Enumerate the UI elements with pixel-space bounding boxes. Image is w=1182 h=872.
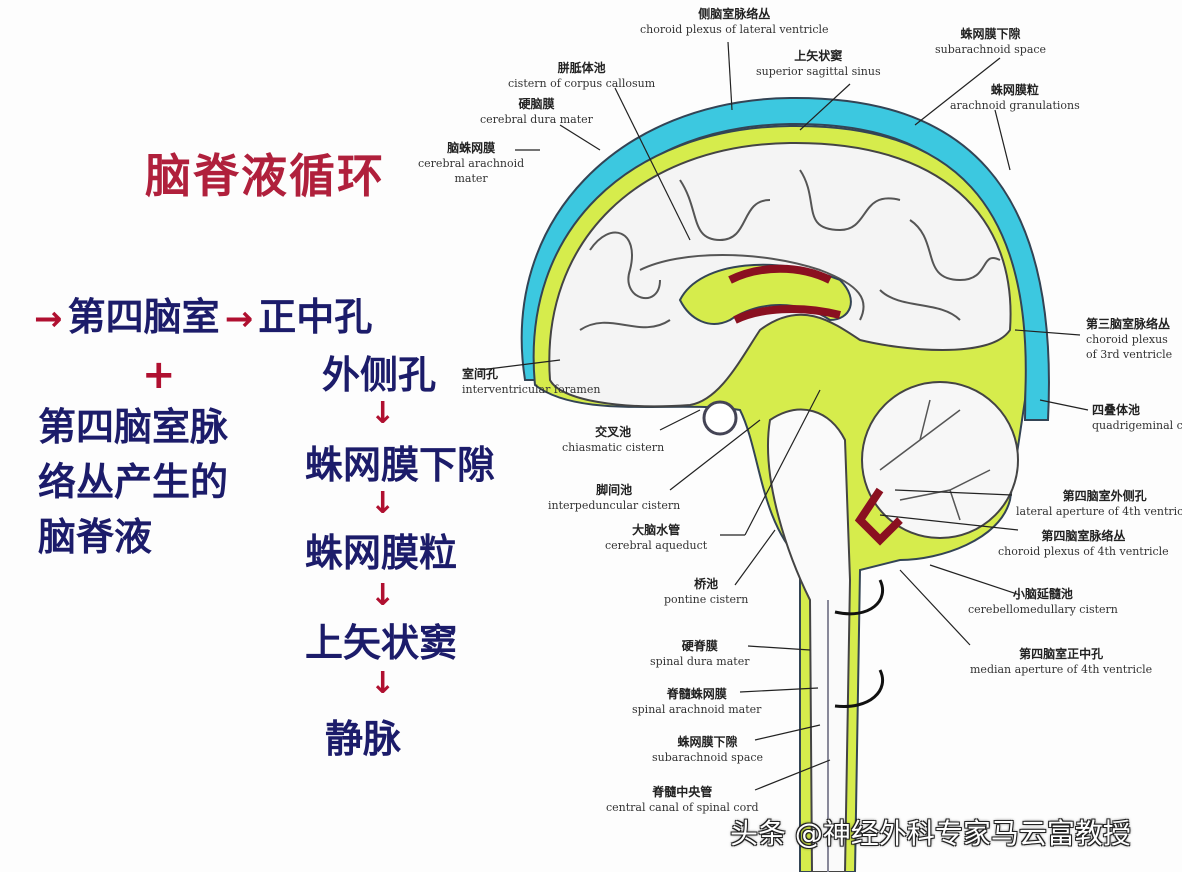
flow-row-fourth-ventricle: → 第四脑室 → 正中孔 [34,298,372,339]
flow-choroid-line-3: 脑脊液 [38,515,153,559]
arrow-down-icon: ↓ [370,396,396,431]
page-title: 脑脊液循环 [145,149,385,203]
brainstem [767,408,852,872]
watermark: 头条 @神经外科专家马云富教授 [730,817,1131,850]
arrow-down-icon: ↓ [370,486,396,521]
choroid-plexus [728,264,841,324]
arrow-down-icon: ↓ [370,578,396,613]
flow-arachnoid-granulations: 蛛网膜粒 [305,531,458,575]
fourth-ventricle-plexus [854,487,903,546]
cerebellum [861,381,1019,539]
flow-vein: 静脉 [325,717,402,761]
leader-lines [479,41,1089,791]
plus-icon: + [142,352,176,398]
flow-superior-sagittal-sinus: 上矢状窦 [305,621,458,665]
flow-median-aperture: 正中孔 [258,295,373,339]
arrow-right-icon: → [34,299,63,339]
arrow-down-icon: ↓ [370,666,396,701]
flow-subarachnoid-space: 蛛网膜下隙 [305,443,496,487]
flow-choroid-line-2: 络丛产生的 [38,460,229,504]
arachnoid-loops [834,579,885,709]
cerebellum-arbor [879,399,991,521]
arrow-right-icon: → [224,299,254,339]
flow-choroid-line-1: 第四脑室脉 [38,405,229,449]
flow-lateral-aperture: 外侧孔 [322,353,437,397]
chiasmatic-cistern-shape [702,400,738,436]
gyri-lines [579,169,1001,331]
flow-fourth-ventricle: 第四脑室 [67,295,220,339]
